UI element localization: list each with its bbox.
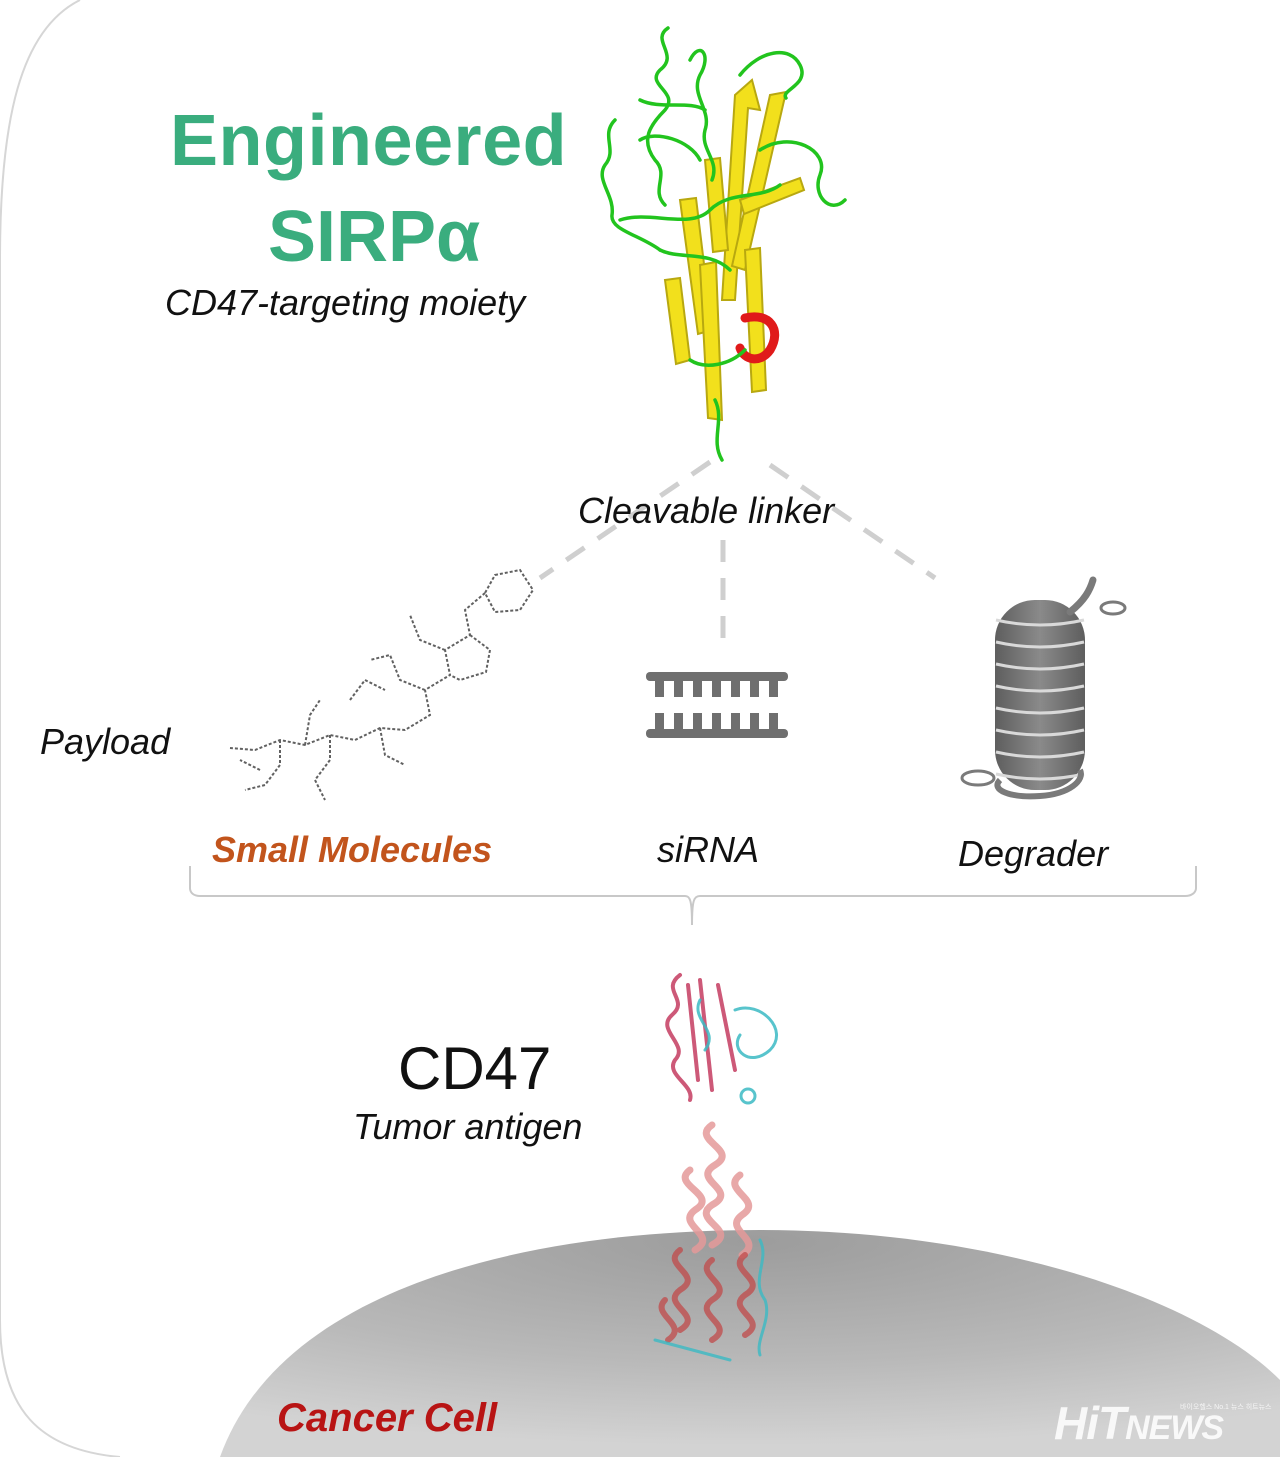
connector-to-degrader bbox=[768, 462, 937, 581]
watermark-brand-main: HiT bbox=[1054, 1397, 1126, 1449]
sirna-icon bbox=[646, 672, 788, 738]
sirpa-loops bbox=[600, 26, 847, 462]
watermark-brand: HiTNEWS bbox=[1054, 1396, 1224, 1450]
linker-label: Cleavable linker bbox=[578, 490, 835, 531]
sirpa-subtitle: CD47-targeting moiety bbox=[165, 282, 526, 323]
sirpa-protein-structure bbox=[600, 26, 847, 462]
connector-to-small-molecules bbox=[538, 459, 712, 581]
tumor-antigen-label: Tumor antigen bbox=[353, 1106, 583, 1147]
small-molecule-structure-icon bbox=[229, 568, 535, 801]
cd47-protein-structure bbox=[653, 973, 778, 1362]
sirpa-alpha-helix bbox=[735, 312, 780, 364]
cancer-cell-label: Cancer Cell bbox=[277, 1396, 498, 1440]
sirna-label: siRNA bbox=[657, 829, 760, 870]
background-frame bbox=[0, 0, 121, 1457]
cd47-label: CD47 bbox=[398, 1035, 552, 1102]
degrader-coil-icon bbox=[960, 576, 1127, 800]
linker-connectors bbox=[538, 459, 937, 650]
title-line-2: SIRPα bbox=[268, 197, 481, 277]
sirpa-beta-sheets bbox=[663, 78, 806, 422]
title-line-1: Engineered bbox=[170, 101, 568, 181]
watermark-tagline: 바이오헬스 No.1 뉴스 히트뉴스 bbox=[1180, 1404, 1272, 1411]
small-molecules-label: Small Molecules bbox=[212, 829, 493, 870]
degrader-label: Degrader bbox=[958, 833, 1109, 874]
cancer-cell bbox=[220, 1230, 1280, 1457]
payload-label: Payload bbox=[40, 721, 171, 762]
watermark-brand-news: NEWS bbox=[1125, 1409, 1224, 1447]
payload-bracket bbox=[189, 866, 1197, 926]
